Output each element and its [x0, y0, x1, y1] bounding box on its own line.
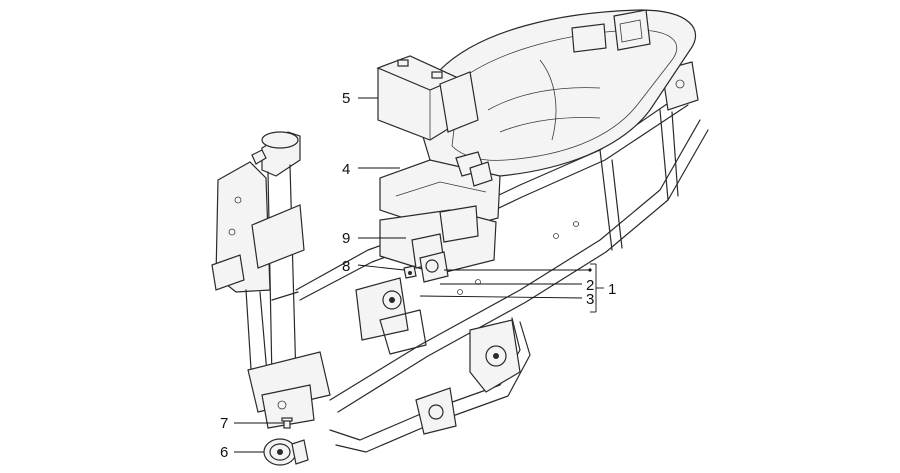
relay-bracket-assembly: [379, 205, 497, 283]
callout-3: 3: [586, 291, 594, 308]
callout-9: 9: [342, 230, 350, 247]
callout-2: 2: [586, 277, 594, 294]
callout-4: 4: [342, 161, 350, 178]
callout-labels: 5 4 9 8 2 3 1 7 6: [220, 90, 616, 461]
callout-5: 5: [342, 90, 350, 107]
callout-6: 6: [220, 444, 228, 461]
battery: [376, 55, 479, 141]
horn-screw: [281, 417, 293, 429]
leader-lines: [234, 97, 604, 453]
scooter-frame: [211, 61, 709, 453]
horn: [263, 438, 309, 466]
callout-1: 1: [608, 281, 616, 298]
callout-7: 7: [220, 415, 228, 432]
callout-8: 8: [342, 258, 350, 275]
